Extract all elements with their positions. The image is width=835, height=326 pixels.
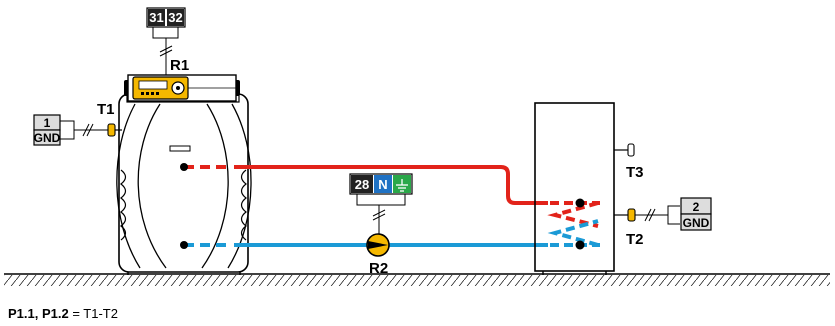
- pump-r2: [366, 233, 390, 257]
- hot-supply-pipe: [180, 163, 600, 228]
- r1-terminal-block: 31 32: [146, 7, 186, 75]
- t1-terminal-label: 1: [44, 116, 51, 130]
- t3-sensor: [614, 143, 635, 157]
- t1-gnd-label: GND: [34, 131, 61, 145]
- pump-terminal-block: 28 N: [349, 173, 413, 234]
- t2-label: T2: [626, 231, 644, 248]
- t2-terminal-label: 2: [693, 200, 700, 214]
- t2-sensor: 2 GND: [614, 197, 712, 231]
- pump-terminal-n-label: N: [378, 177, 387, 192]
- r2-label: R2: [369, 260, 388, 277]
- caption-formula: = T1-T2: [68, 306, 118, 321]
- terminal-32-label: 32: [168, 10, 182, 25]
- storage-tank: [534, 102, 615, 275]
- t1-sensor: 1 GND: [33, 114, 122, 146]
- t1-label: T1: [97, 101, 115, 118]
- t3-label: T3: [626, 164, 644, 181]
- t2-gnd-label: GND: [683, 216, 710, 230]
- controller-r1: [124, 74, 240, 102]
- r1-label: R1: [170, 57, 189, 74]
- cold-return-pipe: [180, 219, 600, 250]
- pump-terminal-28-label: 28: [355, 177, 369, 192]
- caption-parameters: P1.1, P1.2: [8, 306, 69, 321]
- caption-parameter-note: P1.1, P1.2 = T1-T2: [8, 306, 118, 321]
- terminal-31-label: 31: [149, 10, 163, 25]
- sensor-icon: [107, 123, 116, 137]
- earth-ground-icon: [396, 179, 408, 192]
- ground: [4, 273, 830, 286]
